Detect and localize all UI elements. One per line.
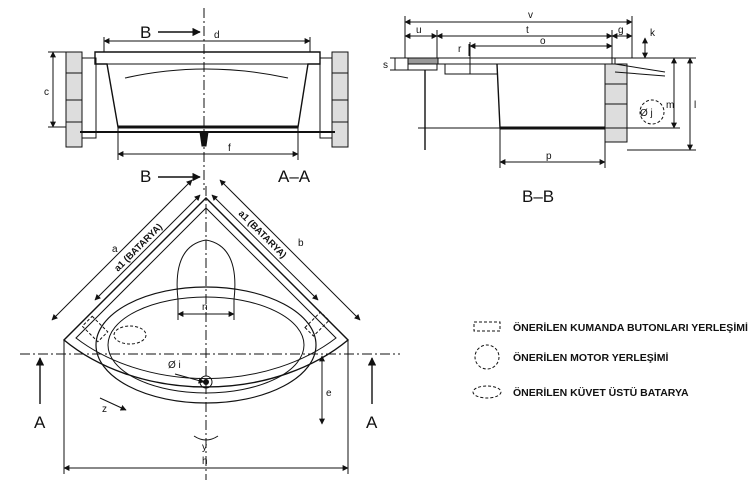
dim-label-b: b [298,238,304,249]
dim-label-i: Ø i [168,360,181,371]
basin-outer [95,286,317,404]
dim-label-d: d [214,30,220,41]
slope-line [614,63,666,73]
left-rim-fill [407,57,439,65]
dim-label-a: a [112,244,118,255]
legend-label-faucet: ÖNERİLEN KÜVET ÜSTÜ BATARYA [513,386,689,399]
dim-label-u: u [416,25,422,36]
step-outline [444,64,497,75]
dim-label-n: n [202,302,208,313]
dim-label-t: t [526,25,529,36]
dim-label-v: v [528,10,533,21]
dim-label-e: e [326,388,332,399]
dim-line-a1-right [211,194,319,301]
tub-inner-rim [75,207,337,380]
control-buttons-right [304,311,330,337]
left-frame [81,57,97,139]
legend-label-controls: ÖNERİLEN KUMANDA BUTONLARI YERLEŞİMİ [513,321,748,334]
tub-curve [124,68,289,79]
dim-label-p: p [546,151,552,162]
dim-label-j: Ø j [640,108,653,119]
dim-label-m: m [666,100,674,111]
dim-line-i [174,373,205,384]
section-bb-title: B–B [522,187,554,206]
dim-label-s: s [383,60,388,71]
cut-label-b-top: B [140,23,151,42]
faucet-position [113,325,147,345]
dashed-circle-icon [474,344,500,370]
dim-label-h: h [202,456,208,467]
control-buttons-left [81,315,109,343]
dim-line-z [99,397,127,411]
dim-label-c: c [44,87,49,98]
dashed-rectangle-icon [473,321,501,332]
motor-circle-bb [639,99,665,125]
dashed-oval-icon [472,385,502,399]
tub-section-outline [94,51,321,128]
dim-label-z: z [102,404,107,415]
dim-line-y [193,435,219,441]
dim-label-l: l [694,100,696,111]
right-block-bb [604,63,628,143]
plan-view [20,179,400,480]
section-a-left: A [34,413,46,432]
dim-label-f: f [228,143,231,154]
section-a-a-view [48,8,349,190]
dim-line-b [219,179,361,321]
section-b-b-view [390,16,696,168]
drain-outlet [199,131,209,147]
dim-label-g: g [618,25,624,36]
cut-label-b-bottom: B [140,167,151,186]
dim-label-o: o [540,36,546,47]
tub-body-outline [496,63,613,129]
dim-label-k: k [650,28,656,39]
dim-line-a [51,179,193,321]
dim-label-y: y [202,442,207,453]
dim-label-a1-right: a1 (BATARYA) [236,208,289,261]
right-frame [319,57,333,139]
section-aa-title: A–A [278,167,311,186]
legend-label-motor: ÖNERİLEN MOTOR YERLEŞİMİ [513,351,668,364]
legend [472,321,502,399]
dim-label-r: r [458,44,462,55]
basin-inner [107,296,305,394]
rim-outline [407,57,616,71]
section-a-right: A [366,413,378,432]
dim-line-a1-left [94,194,201,301]
